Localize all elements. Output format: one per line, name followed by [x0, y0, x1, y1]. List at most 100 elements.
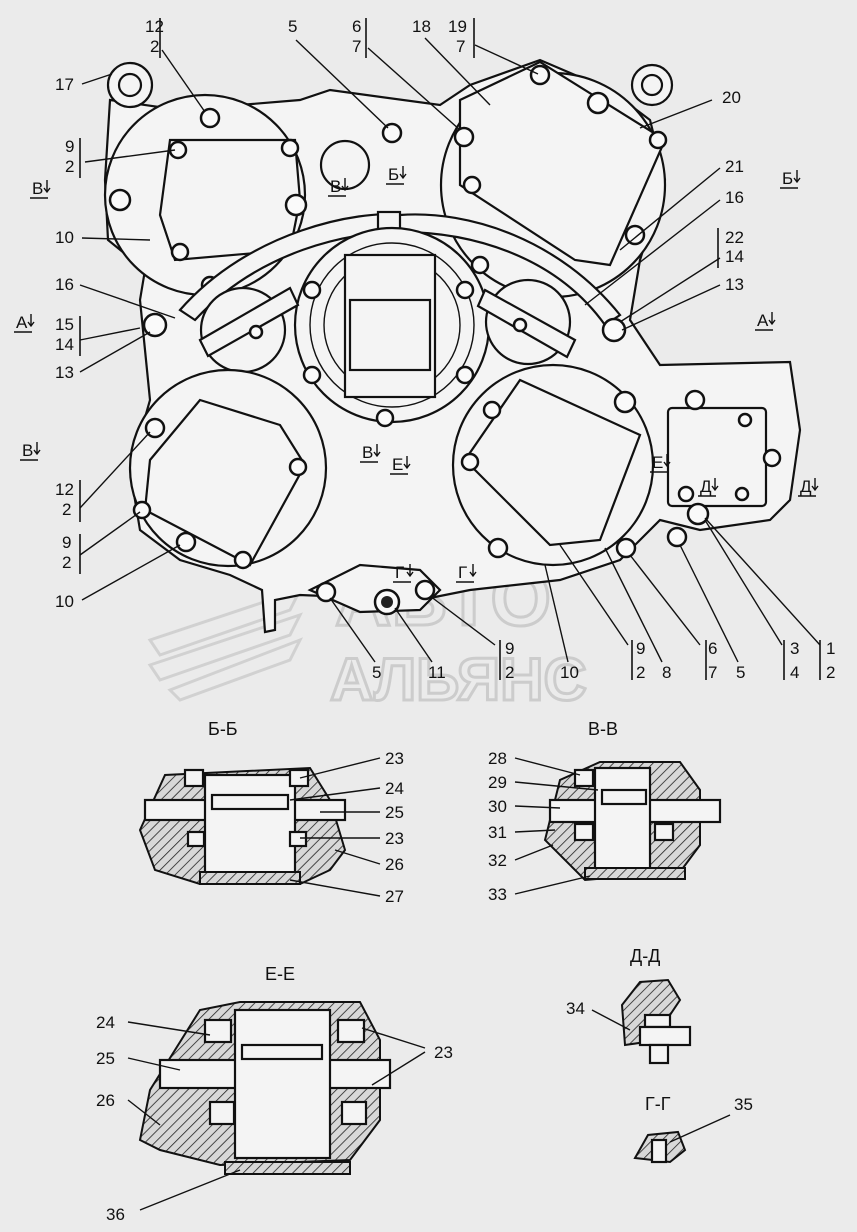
part-callout: 3 — [790, 639, 799, 658]
section-arrow-icon — [798, 478, 819, 497]
part-callout: 25 — [385, 803, 404, 822]
main-assembly-view: 1225671819717209221161022141613151413122… — [14, 17, 835, 682]
part-callout: 32 — [488, 851, 507, 870]
part-callout: 14 — [725, 247, 744, 266]
nut-right — [601, 317, 627, 343]
part-callout: 10 — [560, 663, 579, 682]
watermark-logo — [147, 587, 304, 702]
part-callout: 10 — [55, 228, 74, 247]
part-callout: 2 — [65, 157, 74, 176]
section-arrow-icon — [780, 170, 801, 189]
section-mark: Г — [395, 563, 404, 582]
part-callout: 12 — [55, 480, 74, 499]
part-callout: 9 — [636, 639, 645, 658]
watermark-line2: АЛЬЯНС — [330, 646, 587, 713]
section-gg-callouts: 35 — [734, 1095, 753, 1114]
part-callout: 26 — [96, 1091, 115, 1110]
part-callout: 15 — [55, 315, 74, 334]
section-mark: Е — [652, 453, 663, 472]
part-callout: 1 — [826, 639, 835, 658]
section-mark: Б — [388, 165, 399, 184]
section-gg: Г-Г 35 — [633, 1094, 753, 1164]
part-callout: 24 — [385, 779, 404, 798]
lifting-eye-right — [630, 63, 674, 107]
part-callout: 12 — [145, 17, 164, 36]
section-vv-title: В-В — [588, 719, 618, 739]
idler-right — [476, 278, 577, 366]
section-dd: Д-Д 34 — [566, 946, 692, 1065]
section-arrow-icon — [20, 442, 41, 461]
part-callout: 18 — [412, 17, 431, 36]
section-arrow-icon — [755, 312, 776, 331]
part-callout: 36 — [106, 1205, 125, 1224]
section-mark: В — [32, 179, 43, 198]
section-arrow-icon — [393, 564, 414, 583]
part-callout: 9 — [62, 533, 71, 552]
section-arrow-icon — [328, 178, 349, 197]
part-callout: 23 — [385, 749, 404, 768]
oil-pipe — [178, 213, 622, 327]
section-mark: Б — [782, 169, 793, 188]
callout-dividers — [79, 18, 821, 680]
part-callout: 13 — [725, 275, 744, 294]
section-arrow-icon — [360, 444, 381, 463]
section-arrow-icon — [698, 478, 719, 497]
section-arrow-icon — [14, 314, 35, 333]
part-callout: 2 — [826, 663, 835, 682]
section-mark: Г — [458, 563, 467, 582]
part-callout: 5 — [736, 663, 745, 682]
part-callout: 29 — [488, 773, 507, 792]
part-callout: 23 — [385, 829, 404, 848]
section-bb-title: Б-Б — [208, 719, 238, 739]
part-callout: 31 — [488, 823, 507, 842]
part-callout: 7 — [352, 37, 361, 56]
part-callout: 2 — [636, 663, 645, 682]
part-callout: 24 — [96, 1013, 115, 1032]
part-callout: 22 — [725, 228, 744, 247]
part-callout: 2 — [150, 37, 159, 56]
section-arrow-icon — [386, 166, 407, 185]
section-arrow-icon — [650, 454, 671, 473]
part-callout: 8 — [662, 663, 671, 682]
bottom-boss — [307, 563, 442, 616]
section-ee-title: Е-Е — [265, 964, 295, 984]
part-callout: 17 — [55, 75, 74, 94]
idler-left — [198, 286, 300, 374]
bolt-5-right — [666, 526, 688, 548]
section-mark: В — [362, 443, 373, 462]
part-callout: 19 — [448, 17, 467, 36]
part-callout: 21 — [725, 157, 744, 176]
section-mark: В — [330, 177, 341, 196]
part-callout: 7 — [708, 663, 717, 682]
part-callout: 2 — [62, 553, 71, 572]
part-callout: 7 — [456, 37, 465, 56]
part-callout: 4 — [790, 663, 799, 682]
part-callout: 11 — [428, 663, 446, 682]
section-mark: Е — [392, 455, 403, 474]
section-dd-title: Д-Д — [630, 946, 660, 966]
cover-lower-right — [451, 363, 655, 567]
section-dd-callouts: 34 — [566, 999, 585, 1018]
part-callout: 20 — [722, 88, 741, 107]
section-mark: Д — [800, 477, 812, 496]
part-callout: 33 — [488, 885, 507, 904]
cover-upper-left — [103, 93, 308, 297]
part-callout: 6 — [352, 17, 361, 36]
part-callout: 9 — [65, 137, 74, 156]
part-callout: 6 — [708, 639, 717, 658]
section-arrow-icon — [456, 564, 477, 583]
part-callout: 35 — [734, 1095, 753, 1114]
part-callout: 2 — [505, 663, 514, 682]
section-gg-title: Г-Г — [645, 1094, 671, 1114]
part-callout: 2 — [62, 500, 71, 519]
central-hub — [293, 226, 491, 428]
part-callout: 28 — [488, 749, 507, 768]
